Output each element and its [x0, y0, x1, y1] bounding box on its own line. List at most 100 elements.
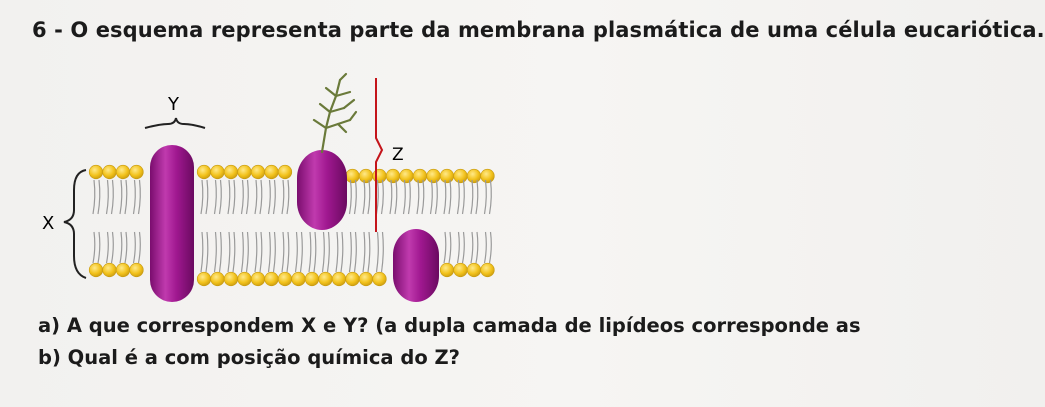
lipid-tail: [227, 179, 231, 215]
lipid-tail: [335, 231, 339, 273]
lipid-tail: [380, 179, 384, 215]
question-part-a: a) A que correspondem X e Y? (a dupla ca…: [38, 314, 861, 337]
lipid-tail: [488, 179, 492, 215]
lipid-tail: [92, 231, 96, 264]
lipid-tail: [254, 179, 258, 215]
lipid-tail: [407, 179, 411, 215]
lipid-tail: [259, 231, 263, 273]
lipid-tail: [119, 179, 123, 215]
lipid-head: [129, 262, 144, 278]
lipid-head: [237, 271, 252, 287]
lipid-head: [480, 168, 495, 184]
lipid-tail: [313, 231, 317, 273]
lipid-tail: [299, 231, 303, 273]
question-part-b: b) Qual é a com posição química do Z?: [38, 346, 460, 369]
lipid-head: [223, 164, 239, 180]
lipid-head: [102, 164, 117, 180]
lipid-head: [88, 164, 104, 180]
lipid-tail: [132, 179, 136, 215]
lipid-tail: [119, 231, 123, 264]
lipid-tail: [137, 179, 141, 215]
lipid-head: [88, 262, 104, 278]
lipid-tail: [281, 231, 285, 273]
lipid-tail: [286, 179, 290, 215]
lipid-tail: [272, 231, 276, 273]
lipid-tail: [124, 231, 128, 264]
lipid-tail: [421, 179, 425, 215]
lipid-tail: [259, 179, 263, 215]
lipid-tail: [402, 179, 406, 215]
lipid-tail: [227, 231, 231, 273]
lipid-head: [115, 262, 131, 278]
lipid-tail: [367, 179, 371, 215]
lipid-tail: [461, 179, 465, 215]
lipid-tail: [375, 231, 379, 273]
lipid-head: [372, 168, 387, 184]
lipid-head: [453, 168, 468, 184]
lipid-tail: [97, 179, 101, 215]
lipid-tail: [470, 179, 474, 215]
bottom-lipid-heads: [88, 262, 495, 287]
lipid-head: [237, 164, 252, 180]
lipid-tail: [321, 231, 325, 273]
lipid-tail: [456, 231, 460, 264]
lipid-tail: [240, 231, 244, 273]
lipid-tail: [281, 179, 285, 215]
lipid-tail: [448, 231, 452, 264]
lipid-tail: [443, 231, 447, 264]
lipid-tail: [105, 231, 109, 264]
lipid-head: [453, 262, 468, 278]
lipid-tail: [213, 179, 217, 215]
lipid-tail: [105, 179, 109, 215]
lipid-tail: [348, 231, 352, 273]
lipid-tail: [461, 231, 465, 264]
lipid-head: [291, 271, 306, 287]
peripheral-protein-bottom: [393, 229, 439, 302]
top-lipid-tails: [92, 179, 492, 215]
lipid-head: [210, 164, 225, 180]
lipid-head: [345, 168, 360, 184]
lipid-tail: [97, 231, 101, 264]
lipid-tail: [348, 179, 352, 215]
top-lipid-heads: [88, 164, 495, 184]
lipid-tail: [218, 231, 222, 273]
lipid-tail: [132, 231, 136, 264]
lipid-tail: [353, 231, 357, 273]
label-x: X: [42, 213, 54, 234]
bottom-lipid-tails: [92, 231, 492, 273]
lipid-tail: [326, 231, 330, 273]
lipid-tail: [267, 179, 271, 215]
lipid-tail: [245, 179, 249, 215]
lipid-head: [480, 262, 495, 278]
lipid-tail: [434, 179, 438, 215]
lipid-tail: [475, 179, 479, 215]
lipid-tail: [110, 231, 114, 264]
lipid-tail: [416, 179, 420, 215]
lipid-tail: [200, 231, 204, 273]
lipid-tail: [367, 231, 371, 273]
lipid-tail: [443, 179, 447, 215]
lipid-head: [196, 271, 212, 287]
z-line: [375, 78, 384, 232]
lipid-tail: [92, 179, 96, 215]
lipid-tail: [483, 179, 487, 215]
lipid-tail: [245, 231, 249, 273]
peripheral-protein-top: [297, 150, 347, 230]
lipid-head: [466, 262, 482, 278]
lipid-head: [345, 271, 360, 287]
lipid-head: [426, 168, 441, 184]
membrane-diagram: Y X Z: [42, 72, 495, 302]
lipid-tail: [362, 179, 366, 215]
lipid-tail: [456, 179, 460, 215]
lipid-tail: [470, 231, 474, 264]
lipid-tail: [205, 231, 209, 273]
lipid-tail: [353, 179, 357, 215]
lipid-tail: [205, 179, 209, 215]
question-title: 6 - O esquema representa parte da membra…: [32, 18, 1045, 42]
lipid-head: [412, 168, 428, 184]
y-bracket: [144, 117, 206, 129]
lipid-tail: [232, 231, 236, 273]
lipid-head: [358, 168, 374, 184]
label-y: Y: [167, 94, 180, 115]
lipid-head: [277, 271, 293, 287]
